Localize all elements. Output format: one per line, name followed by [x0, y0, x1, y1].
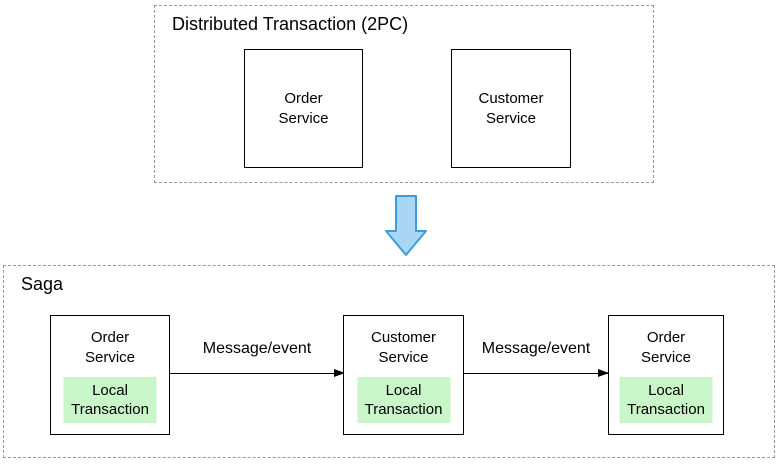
arrowhead-icon: [334, 368, 345, 377]
service-label: Order Service: [84, 329, 136, 366]
message-arrow-2: Message/event: [464, 340, 609, 377]
message-arrow-label: Message/event: [481, 340, 591, 357]
distributed-transaction-title: Distributed Transaction (2PC): [172, 14, 409, 34]
saga-container: Saga Order Service Local Transaction Mes…: [3, 265, 775, 458]
saga-title: Saga: [21, 274, 64, 294]
distributed-transaction-container: Distributed Transaction (2PC) Order Serv…: [154, 5, 654, 183]
local-transaction-box: Local Transaction: [619, 377, 713, 423]
local-transaction-box: Local Transaction: [357, 377, 450, 423]
arrowhead-icon: [598, 368, 609, 377]
customer-service-box: Customer Service: [451, 49, 571, 168]
service-label: Customer Service: [370, 329, 437, 366]
down-arrow-icon: [385, 195, 427, 256]
local-transaction-box: Local Transaction: [63, 377, 157, 423]
saga-node-order-1: Order Service Local Transaction: [50, 315, 170, 435]
service-label: Order Service: [640, 329, 692, 366]
saga-node-order-2: Order Service Local Transaction: [608, 315, 724, 435]
message-arrow-1: Message/event: [170, 340, 345, 377]
message-arrow-label: Message/event: [202, 340, 312, 357]
order-service-box: Order Service: [244, 49, 363, 168]
saga-node-customer: Customer Service Local Transaction: [343, 315, 464, 435]
